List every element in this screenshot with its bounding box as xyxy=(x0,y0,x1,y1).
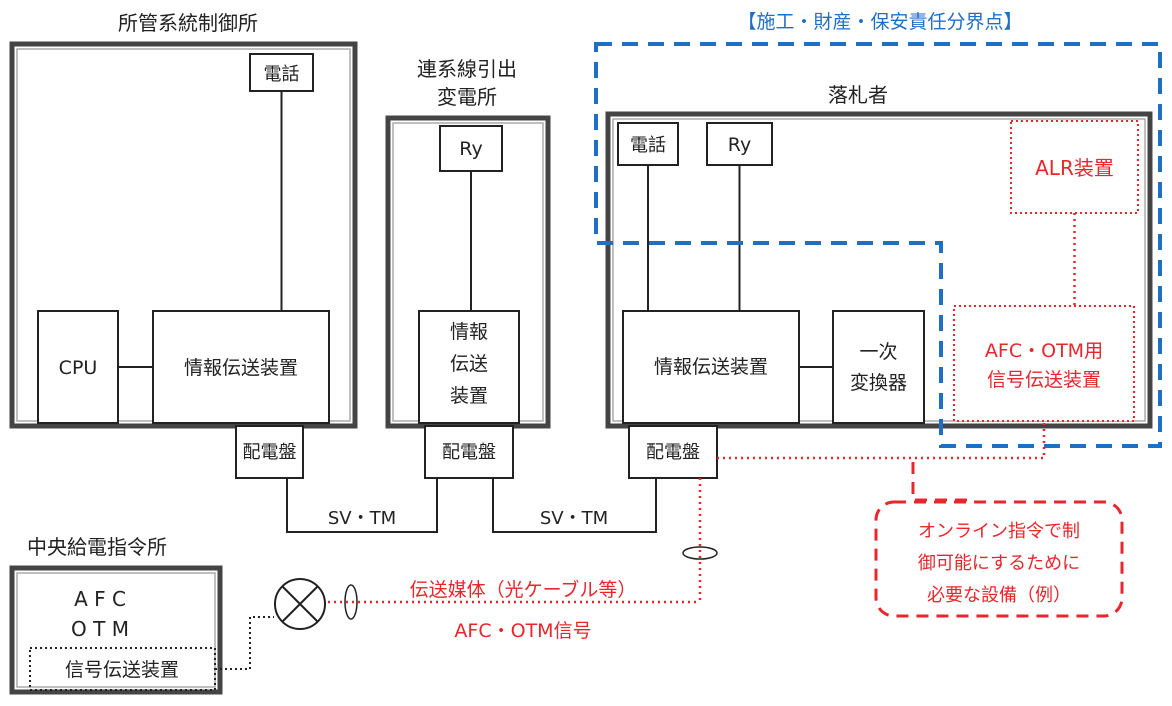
converter-box xyxy=(832,310,925,424)
hensho-info-label-3: 装置 xyxy=(450,385,488,407)
kansho-title: 所管系統制御所 xyxy=(118,11,258,35)
bidder-phone-box xyxy=(617,122,679,166)
hensho-title-line2: 変電所 xyxy=(437,85,497,109)
bidder-info-box xyxy=(622,310,800,424)
hensho-info-label-1: 情報 xyxy=(450,321,488,343)
hensho-info-label-2: 伝送 xyxy=(450,353,488,375)
panel-afc-link xyxy=(717,421,1046,460)
kansho-panel-label: 配電盤 xyxy=(243,442,297,463)
note-line-2: 御可能にするために xyxy=(918,553,1080,574)
note-line-3: 必要な設備（例） xyxy=(927,585,1071,606)
hensho-title-line1: 連系線引出 xyxy=(417,57,517,81)
alr-device-label: ALR装置 xyxy=(1035,156,1114,180)
kansho-cpu-label: CPU xyxy=(59,357,98,379)
note-line-1: オンライン指令で制 xyxy=(918,521,1080,542)
kansho-cpu-box xyxy=(37,310,119,424)
svtm-label-1: SV・TM xyxy=(328,508,396,529)
bidder-ry-box xyxy=(706,122,773,166)
optical-connector-icon xyxy=(274,578,326,630)
responsibility-boundary xyxy=(594,42,1162,448)
bidder-panel-box xyxy=(628,425,718,479)
converter-label-1: 一次 xyxy=(859,341,897,363)
hensho-panel-label: 配電盤 xyxy=(442,442,496,463)
note-box xyxy=(874,500,1124,618)
coil-symbol-vertical xyxy=(682,546,718,560)
bidder-ry-label: Ry xyxy=(728,134,751,156)
media-label-2: AFC・OTM信号 xyxy=(454,620,591,642)
bidder-phone-label: 電話 xyxy=(630,135,666,156)
kansho-phone-label: 電話 xyxy=(264,64,300,85)
media-label-1: 伝送媒体（光ケーブル等） xyxy=(410,578,637,601)
boundary-label: 【施工・財産・保安責任分界点】 xyxy=(737,11,1022,33)
alr-device-box xyxy=(1010,120,1139,214)
bidder-panel-label: 配電盤 xyxy=(646,442,700,463)
note-pointer xyxy=(911,462,968,502)
afc-otm-device-label-1: AFC・OTM用 xyxy=(985,340,1103,362)
svtm-label-2: SV・TM xyxy=(540,508,608,529)
kansho-info-box xyxy=(152,310,330,424)
kansho-info-label: 情報伝送装置 xyxy=(184,357,298,379)
afc-otm-device-box xyxy=(953,305,1135,422)
central-afc-label: A F C xyxy=(74,587,126,611)
converter-label-2: 変換器 xyxy=(850,372,907,394)
bidder-title: 落札者 xyxy=(828,83,888,107)
central-title: 中央給電指令所 xyxy=(27,535,167,559)
hensho-info-box xyxy=(418,310,520,424)
bidder-info-label: 情報伝送装置 xyxy=(654,356,768,378)
svtm-link-1 xyxy=(286,478,438,533)
central-signal-label: 信号伝送装置 xyxy=(65,659,179,681)
central-frame xyxy=(9,565,223,695)
central-signal-link xyxy=(215,616,274,670)
coil-symbol-horizontal xyxy=(344,584,358,620)
kansho-panel-box xyxy=(235,425,304,479)
kansho-phone-box xyxy=(249,53,314,92)
svtm-link-2 xyxy=(492,478,657,533)
hensho-panel-box xyxy=(424,425,514,479)
central-otm-label: O T M xyxy=(71,617,129,641)
afc-otm-device-label-2: 信号伝送装置 xyxy=(987,369,1101,391)
hensho-ry-label: Ry xyxy=(459,138,482,160)
